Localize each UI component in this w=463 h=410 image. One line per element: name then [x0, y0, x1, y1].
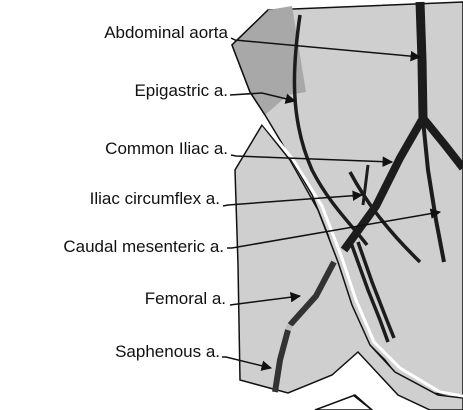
label-common-iliac: Common Iliac a. — [105, 139, 228, 158]
label-saphenous: Saphenous a. — [115, 342, 220, 361]
label-caudal-mesenteric: Caudal mesenteric a. — [63, 237, 224, 256]
label-abdominal-aorta: Abdominal aorta — [104, 23, 228, 42]
label-epigastric: Epigastric a. — [134, 81, 228, 100]
label-iliac-circumflex: Iliac circumflex a. — [90, 189, 220, 208]
abdominal-aorta-vessel — [420, 2, 423, 118]
label-femoral: Femoral a. — [145, 289, 226, 308]
